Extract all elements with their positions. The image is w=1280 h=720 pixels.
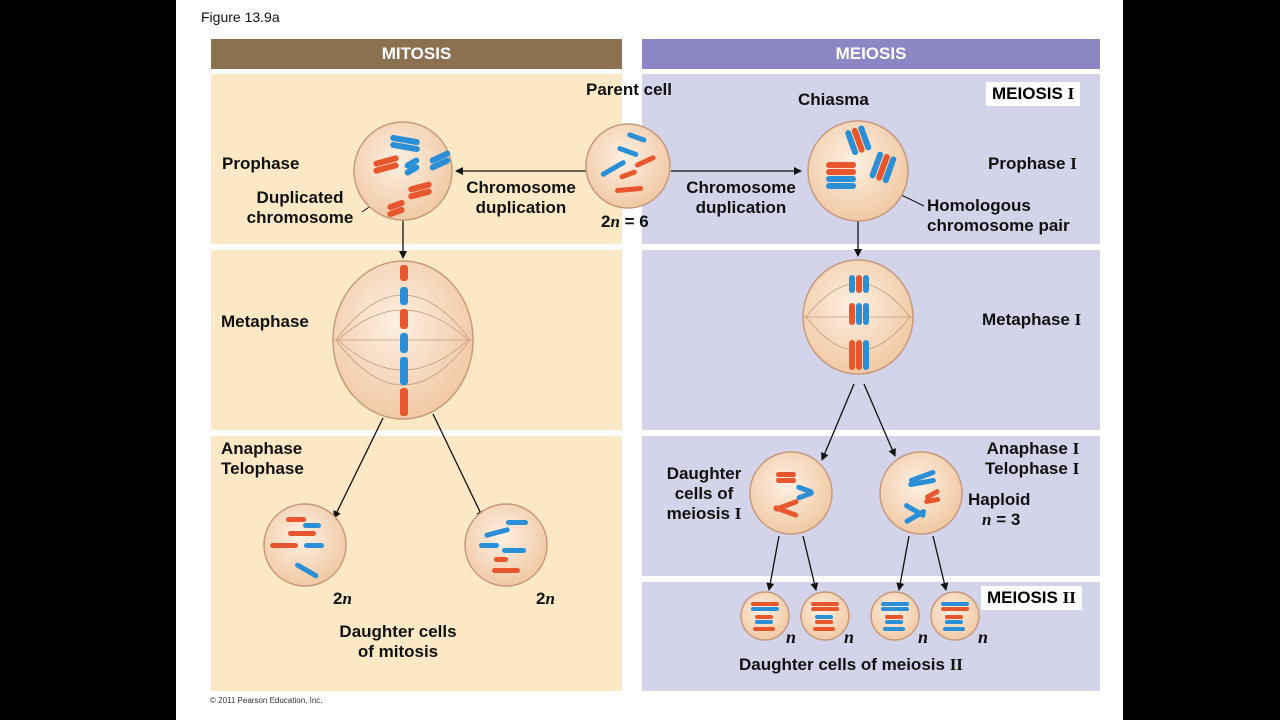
meio-homologous-l1: Homologous <box>927 196 1031 215</box>
arrow-meio-left <box>821 383 855 461</box>
cell-parent <box>585 123 671 209</box>
meio-dup-l1: Chromosome <box>686 178 796 197</box>
meio-daughter1-l2: cells of <box>674 484 734 503</box>
cell-mito-daughter-right <box>464 503 548 587</box>
meiosis2-box-label: MEIOSIS II <box>981 586 1082 610</box>
meio-dup-label: Chromosome duplication <box>679 178 803 218</box>
meio-anaphase-text: Anaphase <box>986 439 1068 458</box>
arrow-meio-right <box>863 383 896 457</box>
meio-metaphase-text: Metaphase <box>982 310 1070 329</box>
cell-mito-prophase <box>353 121 453 221</box>
parent-ploidy: 2n = 6 <box>601 212 649 232</box>
diagram-graphics <box>263 120 980 641</box>
meio-prophase-label: Prophase I <box>988 154 1077 174</box>
mito-right-ploidy-num: 2 <box>536 589 546 608</box>
meio-dup-l2: duplication <box>695 198 787 217</box>
parent-cell-label: Parent cell <box>586 80 672 99</box>
arrow-mito-right <box>432 413 484 519</box>
cell-mito-metaphase <box>332 260 474 420</box>
mito-dup-l1: Chromosome <box>466 178 576 197</box>
figure-page: Figure 13.9a MITOSIS MEIOSIS <box>176 0 1123 720</box>
mito-left-ploidy-var: n <box>342 589 352 608</box>
mito-daughter-label: Daughter cells of mitosis <box>324 622 472 662</box>
cell-mito-daughter-left <box>263 503 347 587</box>
parent-ploidy-eq: = 6 <box>619 212 649 231</box>
meiosis2-label-num: II <box>1062 588 1076 607</box>
meio-daughter1-num: I <box>734 504 742 523</box>
arrow-m2-b <box>802 535 819 591</box>
meio2-n-label-c: n <box>918 627 929 647</box>
meio-anaphase-num: I <box>1072 439 1080 458</box>
cell-meio-daughter1-left <box>749 451 833 535</box>
meio-homologous-l2: chromosome pair <box>927 216 1070 235</box>
mitosis-header: MITOSIS <box>211 39 622 69</box>
meio-haploid-eq: = 3 <box>991 510 1021 529</box>
meio-daughter2-text: Daughter cells of meiosis <box>739 655 945 674</box>
meiosis2-label-text: MEIOSIS <box>987 588 1058 607</box>
mito-duplicated-label: Duplicated chromosome <box>238 188 362 228</box>
cell-meio2-a <box>740 591 790 641</box>
meio-daughter1-l1: Daughter <box>666 464 742 483</box>
cell-meio2-b <box>800 591 850 641</box>
meiosis1-label-text: MEIOSIS <box>992 84 1063 103</box>
mito-dup-label: Chromosome duplication <box>459 178 583 218</box>
meio2-n-label-a: n <box>786 627 797 647</box>
mito-left-ploidy: 2n <box>333 589 352 609</box>
arrow-m2-c <box>896 535 910 591</box>
arrow-m2-a <box>766 535 780 591</box>
meio-metaphase-label: Metaphase I <box>982 310 1081 330</box>
meio-metaphase-num: I <box>1074 310 1082 329</box>
cell-meio-prophase <box>807 120 909 222</box>
mito-duplicated-l2: chromosome <box>246 208 354 227</box>
meio-homologous-label: Homologous chromosome pair <box>927 196 1070 236</box>
meio2-n-label-b: n <box>844 627 855 647</box>
meio-haploid-label: Haploid n = 3 <box>968 490 1030 530</box>
meio-haploid-text: Haploid <box>968 490 1031 509</box>
cell-meio-metaphase <box>802 259 914 375</box>
meio-prophase-num: I <box>1070 154 1077 173</box>
mito-right-ploidy: 2n <box>536 589 555 609</box>
mito-prophase-label: Prophase <box>222 154 300 173</box>
meio-daughter2-num: II <box>949 655 963 674</box>
mito-right-ploidy-var: n <box>545 589 555 608</box>
meio-daughter1-label: Daughter cells of meiosis I <box>656 464 752 524</box>
cell-meio2-c <box>870 591 920 641</box>
meio-prophase-text: Prophase <box>988 154 1066 173</box>
meiosis1-label-num: I <box>1067 84 1075 103</box>
mito-metaphase-label: Metaphase <box>221 312 309 331</box>
arrow-m2-d <box>932 535 949 591</box>
mito-duplicated-l1: Duplicated <box>256 188 344 207</box>
copyright-text: © 2011 Pearson Education, Inc. <box>210 696 323 705</box>
meiosis-header: MEIOSIS <box>642 39 1100 69</box>
mito-anaphase-l1: Anaphase <box>221 439 303 458</box>
meio-telophase-text: Telophase <box>985 459 1068 478</box>
mito-anaphase-label: Anaphase Telophase <box>221 439 304 479</box>
meio2-n-label-d: n <box>978 627 989 647</box>
cell-meio2-d <box>930 591 980 641</box>
mito-daughter-l2: of mitosis <box>357 642 439 661</box>
meio-haploid-var: n <box>982 510 992 529</box>
meiosis-panel-anaphase <box>642 436 1100 576</box>
meio-chiasma-label: Chiasma <box>798 90 869 109</box>
meio-anaphase-label: Anaphase I Telophase I <box>985 439 1079 479</box>
meio-telophase-num: I <box>1072 459 1080 478</box>
parent-ploidy-var: n <box>610 212 620 231</box>
mito-left-ploidy-num: 2 <box>333 589 343 608</box>
mito-daughter-l1: Daughter cells <box>339 622 457 641</box>
mito-anaphase-l2: Telophase <box>221 459 304 478</box>
arrows <box>333 167 949 591</box>
meio-daughter2-label: Daughter cells of meiosis II <box>739 655 963 675</box>
arrow-mito-left <box>333 417 384 519</box>
cell-meio-daughter1-right <box>879 451 963 535</box>
mito-dup-l2: duplication <box>475 198 567 217</box>
figure-label: Figure 13.9a <box>201 9 280 25</box>
parent-ploidy-num: 2 <box>601 212 611 231</box>
meiosis1-box-label: MEIOSIS I <box>986 82 1081 106</box>
meio-daughter1-l3: meiosis <box>666 504 730 523</box>
